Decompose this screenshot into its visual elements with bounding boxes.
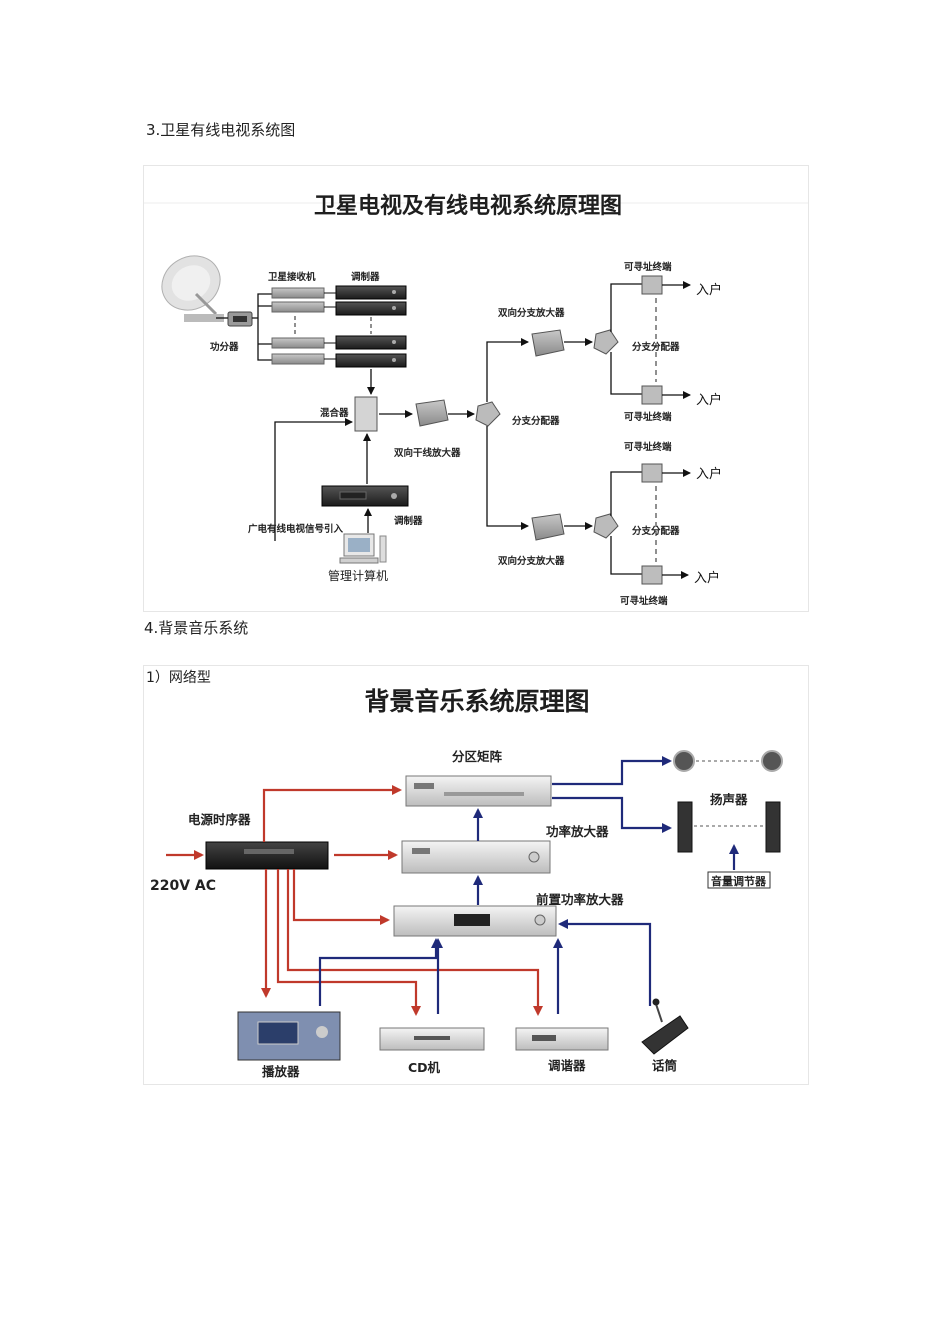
ac-input-label: 220V AC [150,878,216,894]
modulator-bottom-label: 调制器 [394,515,423,527]
household-2-label: 入户 [696,392,722,408]
receiver-stack [271,287,325,365]
satellite-receiver-label: 卫星接收机 [268,271,316,283]
player-device [237,1011,341,1061]
modulator-bottom-device [321,485,409,507]
tuner-label: 调谐器 [548,1058,586,1073]
microphone-icon [641,998,689,1055]
volume-control-label: 音量调节器 [711,874,767,888]
mid-splitter-label: 分支分配器 [512,415,560,427]
pre-amp-label: 前置功率放大器 [536,892,624,907]
branch-amp-bottom-device [531,513,565,541]
mixer-label: 混合器 [320,407,349,419]
section3-heading: 3.卫星有线电视系统图 [146,121,296,139]
microphone-label: 话筒 [652,1058,677,1073]
household-3-label: 入户 [696,466,722,482]
modulator-top-label: 调制器 [351,271,380,283]
cd-player-device [379,1027,485,1051]
catv-system-diagram: 卫星电视及有线电视系统原理图 功分器 卫星接收机 调制器 混合器 广电有 [143,165,809,612]
computer-icon [339,533,387,564]
diagram2-title: 背景音乐系统原理图 [364,687,589,716]
subheading-network-type: 1）网络型 [146,670,211,686]
power-sequencer-device [205,841,329,870]
zone-matrix-device [405,775,552,807]
mgmt-computer-label: 管理计算机 [328,568,388,583]
pre-amp-device [393,905,557,937]
branch-amp-bottom-label: 双向分支放大器 [497,555,565,567]
household-4-label: 入户 [694,570,720,586]
bgm-system-diagram: 1）网络型 背景音乐系统原理图 分区矩阵 功率放大器 前置功率放大器 电源时序器… [143,665,809,1085]
ceiling-speakers [673,750,783,772]
mid-splitter-device [475,401,501,427]
power-amp-label: 功率放大器 [546,824,609,839]
power-divider-device [227,311,253,327]
zone-matrix-label: 分区矩阵 [452,749,503,764]
column-speakers [677,801,781,853]
terminal-2-label: 可寻址终端 [624,411,672,423]
power-amp-device [401,840,551,874]
player-label: 播放器 [262,1064,300,1079]
terminal-1-label: 可寻址终端 [624,261,672,273]
cable-source-label: 广电有线电视信号引入 [248,523,344,535]
section4-heading: 4.背景音乐系统 [144,619,249,637]
cd-player-label: CD机 [408,1060,441,1075]
power-sequencer-label: 电源时序器 [188,812,251,827]
splitter-top-device [593,329,619,355]
satellite-dish-icon [161,255,224,322]
splitter-bottom-device [593,513,619,539]
mixer-device [354,396,378,432]
household-1-label: 入户 [696,282,722,298]
trunk-amp-label: 双向干线放大器 [393,447,461,459]
branch-amp-top-device [531,329,565,357]
terminal-boxes [641,275,663,585]
terminal-3-label: 可寻址终端 [624,441,672,453]
branch-amp-top-label: 双向分支放大器 [497,307,565,319]
terminal-4-label: 可寻址终端 [620,595,668,607]
tuner-device [515,1027,609,1051]
trunk-amp-device [415,399,449,427]
speaker-label: 扬声器 [710,792,748,807]
diagram1-title: 卫星电视及有线电视系统原理图 [314,193,622,219]
power-divider-label: 功分器 [210,341,239,353]
